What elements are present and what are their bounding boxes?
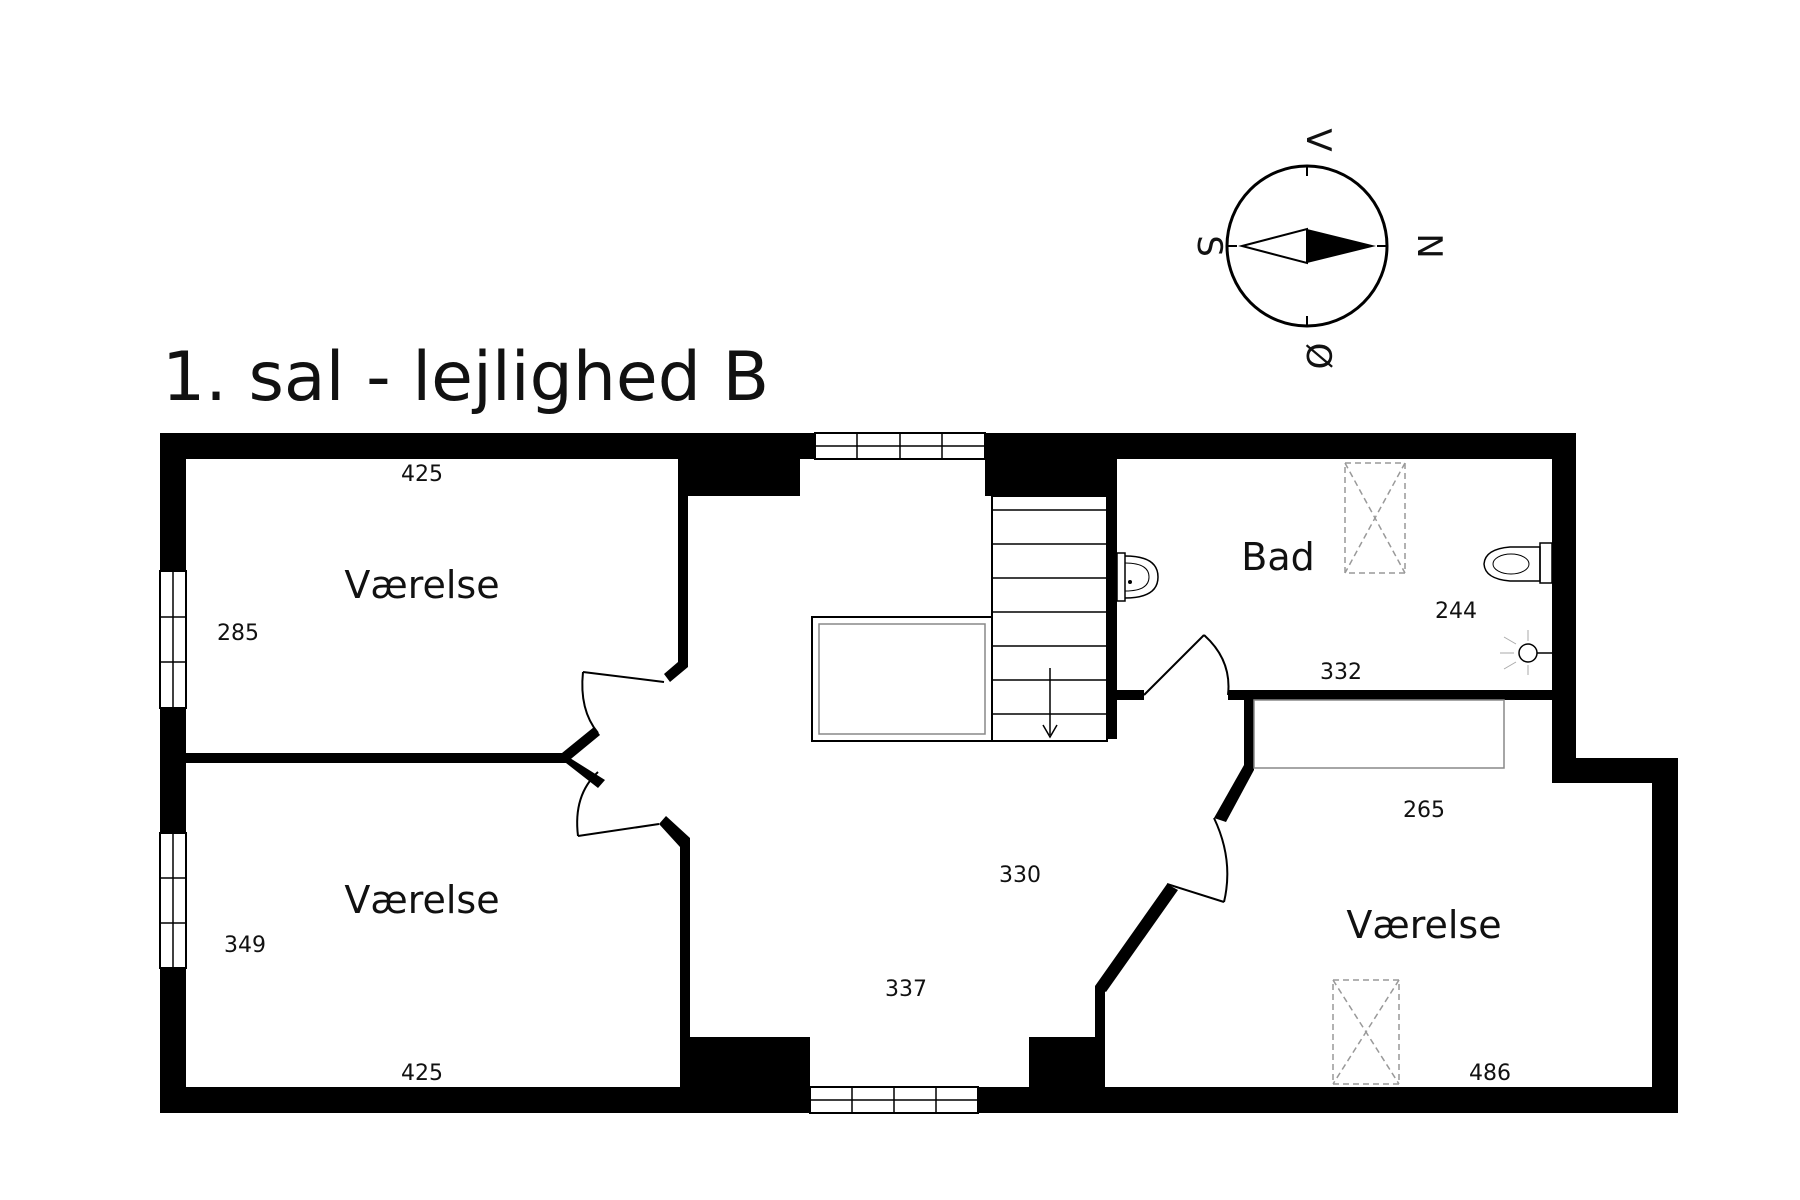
door-bathroom: [1143, 634, 1230, 696]
shower-icon: [1500, 630, 1552, 675]
windows: [159, 432, 986, 1114]
dimension-bedroom-bottom-left-depth: 349: [224, 933, 266, 958]
walls: [160, 433, 1678, 1113]
compass-rose: V S N Ø: [1189, 128, 1449, 369]
dimension-hall-depth: 330: [999, 863, 1041, 888]
door-bedroom-top-left: [581, 671, 665, 734]
dimension-hall-width: 337: [885, 977, 927, 1002]
room-label-bedroom-right: Værelse: [1346, 903, 1501, 947]
door-bedroom-right: [1166, 817, 1229, 903]
room-label-bathroom: Bad: [1241, 535, 1314, 579]
skylight-icon: [1332, 979, 1400, 1085]
room-label-bedroom-bottom-left: Værelse: [344, 878, 499, 922]
room-label-bedroom-top-left: Værelse: [344, 563, 499, 607]
dimension-bathroom-depth: 244: [1435, 599, 1477, 624]
staircase: [811, 495, 1108, 742]
toilet-icon: [1483, 542, 1553, 584]
door-bedroom-bottom-left: [576, 771, 660, 837]
dimension-bedroom-top-left-width: 425: [401, 462, 443, 487]
window-left-upper: [159, 570, 187, 709]
skylight-icon: [1344, 462, 1406, 574]
bathroom-fixtures: [1116, 462, 1553, 675]
sink-icon: [1116, 552, 1159, 602]
window-bottom: [809, 1086, 979, 1114]
doors: [576, 634, 1230, 903]
window-top: [814, 432, 986, 460]
dimension-bathroom-width: 332: [1320, 660, 1362, 685]
built-in-closet: [1253, 699, 1505, 769]
compass-needle-north: [1307, 229, 1376, 263]
compass-top-letter: V: [1298, 128, 1338, 151]
dimension-bedroom-bottom-left-width: 425: [401, 1061, 443, 1086]
dimension-bedroom-top-left-depth: 285: [217, 621, 259, 646]
stair-landing: [811, 616, 993, 742]
plan-title: 1. sal - lejlighed B: [162, 338, 769, 417]
compass-right-letter: N: [1409, 233, 1449, 258]
dimension-bedroom-right-depth: 265: [1403, 798, 1445, 823]
compass-needle-south: [1238, 227, 1308, 265]
compass-left-letter: S: [1189, 235, 1229, 257]
dimension-bedroom-right-width: 486: [1469, 1061, 1511, 1086]
compass-bottom-letter: Ø: [1298, 343, 1338, 370]
stair-direction-arrow: [1042, 668, 1058, 739]
window-left-lower: [159, 832, 187, 969]
